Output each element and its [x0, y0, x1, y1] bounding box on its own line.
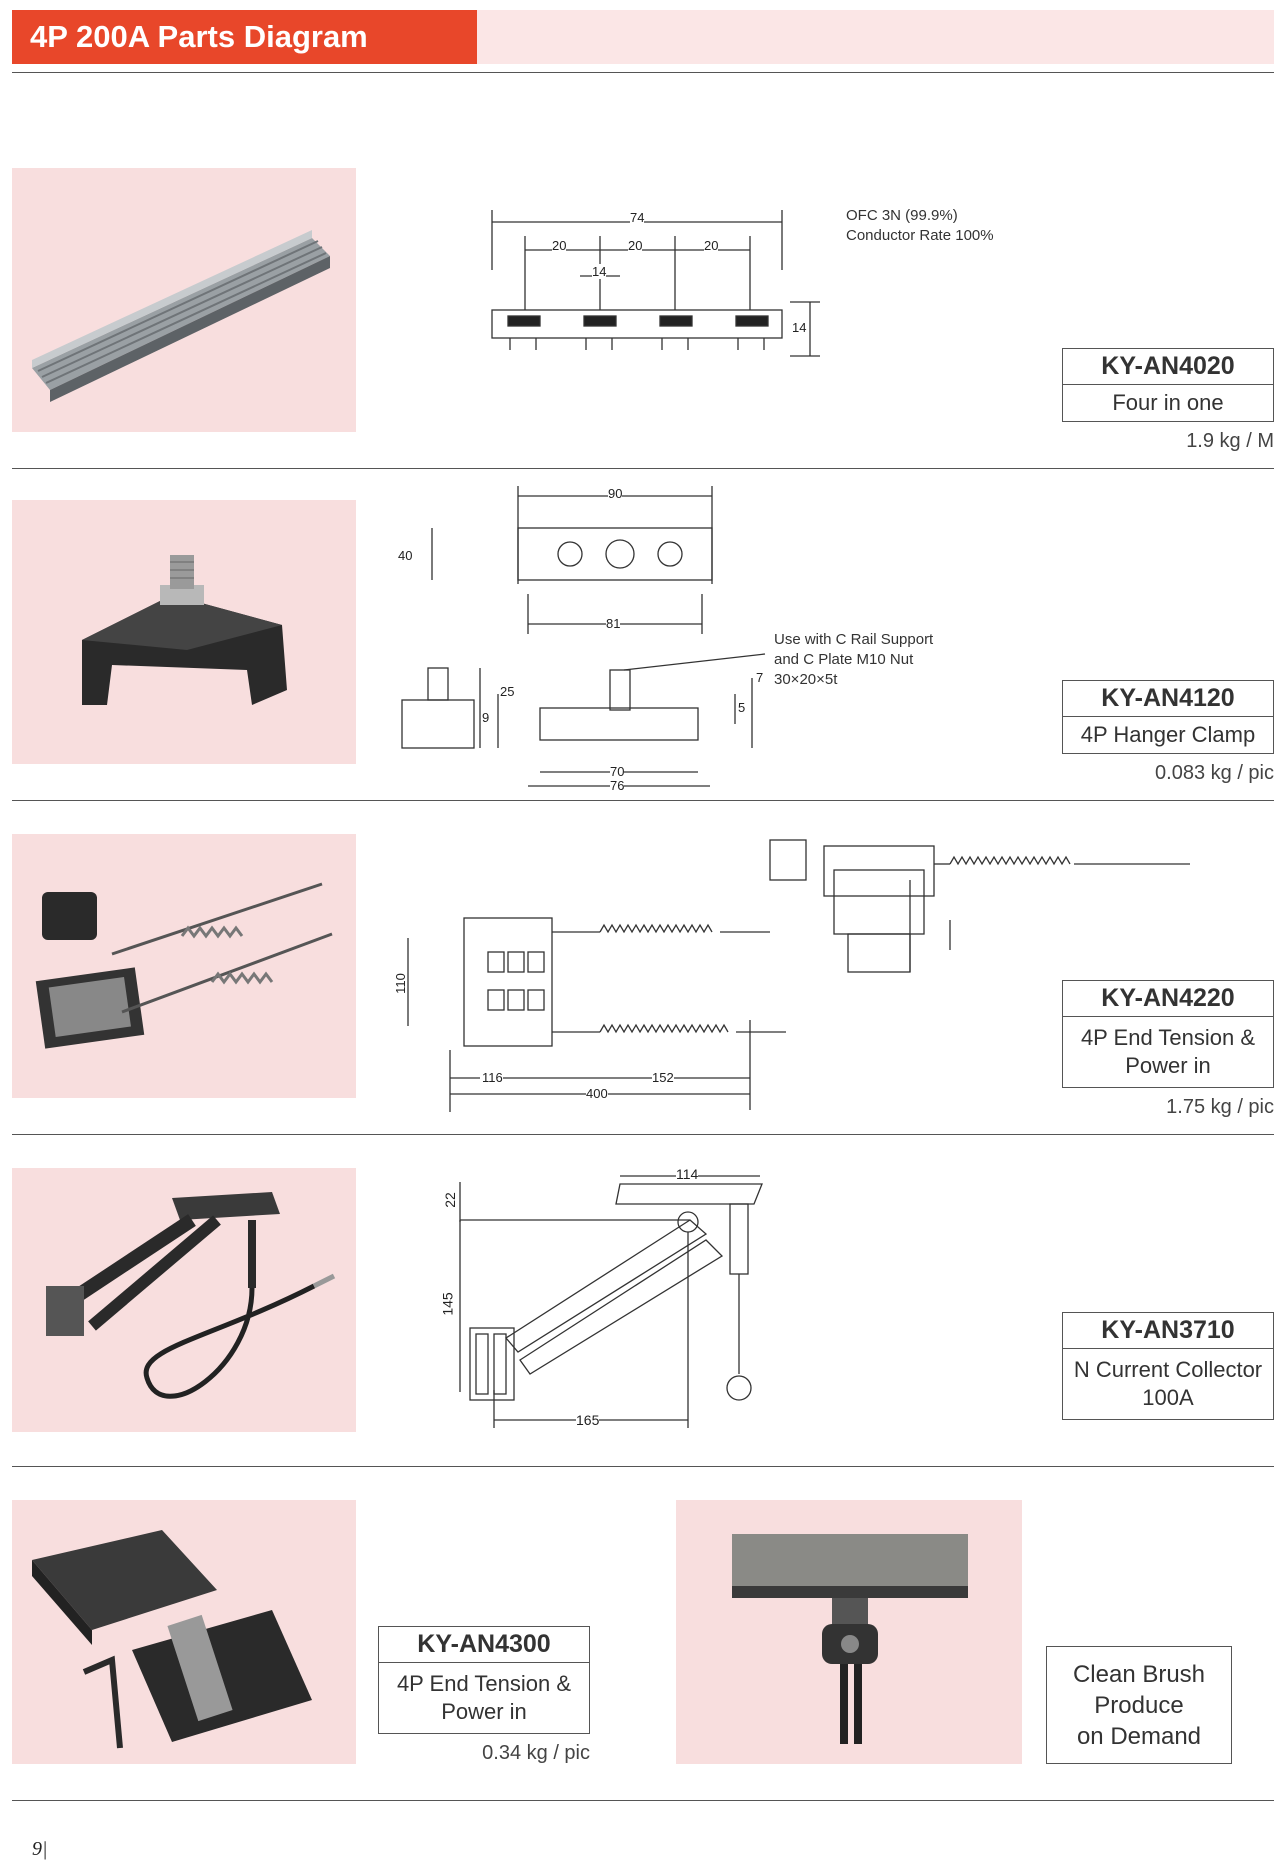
section-divider	[12, 468, 1274, 469]
dim-165: 165	[576, 1412, 600, 1428]
product-box-an4300: KY-AN4300 4P End Tension & Power in	[378, 1626, 590, 1734]
dim-152: 152	[652, 1070, 674, 1085]
section-divider	[12, 1466, 1274, 1467]
section-divider	[12, 1800, 1274, 1801]
product-code: KY-AN4300	[379, 1627, 589, 1663]
product-code: KY-AN3710	[1063, 1313, 1273, 1349]
product-weight: 0.083 kg / pic	[1155, 762, 1274, 784]
product-box-an4220: KY-AN4220 4P End Tension & Power in	[1062, 980, 1274, 1088]
dim-114: 114	[676, 1166, 699, 1182]
page-title: 4P 200A Parts Diagram	[12, 10, 477, 64]
dim-76: 76	[610, 778, 625, 793]
product-box-an3710: KY-AN3710 N Current Collector 100A	[1062, 1312, 1274, 1420]
hanger-clamp-note: Use with C Rail Support and C Plate M10 …	[774, 631, 934, 688]
product-desc: 4P End Tension & Power in	[396, 1671, 572, 1724]
dim-pitch-1: 20	[552, 238, 567, 253]
dim-81: 81	[606, 616, 621, 631]
dim-pitch-2: 20	[628, 238, 643, 253]
dim-25: 25	[500, 684, 515, 699]
page-number: 9|	[32, 1838, 48, 1860]
photo-four-in-one-rail	[12, 168, 356, 432]
product-code: KY-AN4220	[1063, 981, 1273, 1017]
dim-110: 110	[392, 973, 408, 994]
title-band	[477, 10, 1274, 64]
product-desc: 4P End Tension & Power in	[1080, 1025, 1256, 1078]
dim-116: 116	[482, 1070, 503, 1085]
drawing-hanger-clamp: 90 40 81 25 9 5 7 70 76	[390, 474, 790, 800]
product-desc: 4P Hanger Clamp	[1080, 722, 1256, 747]
section-divider	[12, 800, 1274, 801]
dim-40: 40	[398, 548, 413, 563]
product-weight: 1.9 kg / M	[1186, 430, 1274, 452]
drawing-four-in-one: 74 20 20 20 14 14	[480, 200, 840, 360]
product-box-an4020: KY-AN4020 Four in one	[1062, 348, 1274, 422]
header-divider	[12, 72, 1274, 73]
photo-end-tension-box	[12, 1500, 356, 1764]
dim-width: 14	[592, 264, 607, 279]
clean-brush-box: Clean Brush Produce on Demand	[1046, 1646, 1232, 1764]
dim-height: 14	[792, 320, 807, 335]
dim-145: 145	[439, 1292, 456, 1316]
dim-70: 70	[610, 764, 625, 779]
product-weight: 1.75 kg / pic	[1166, 1096, 1274, 1118]
drawing-end-tension: 110 116 152 400	[390, 820, 1210, 1120]
photo-clean-brush	[676, 1500, 1022, 1764]
product-box-an4120: KY-AN4120 4P Hanger Clamp	[1062, 680, 1274, 754]
photo-hanger-clamp	[12, 500, 356, 764]
section-divider	[12, 1134, 1274, 1135]
product-desc: N Current Collector 100A	[1073, 1357, 1263, 1410]
material-note: OFC 3N (99.9%) Conductor Rate 100%	[846, 207, 994, 244]
drawing-current-collector: 114 22 145 165	[439, 1160, 780, 1440]
dim-7: 7	[756, 670, 764, 685]
product-code: KY-AN4120	[1063, 681, 1273, 717]
photo-current-collector	[12, 1168, 356, 1432]
dim-total: 74	[630, 210, 645, 225]
dim-pitch-3: 20	[704, 238, 719, 253]
dim-5: 5	[738, 700, 746, 715]
photo-end-tension	[12, 834, 356, 1098]
dim-9: 9	[482, 710, 490, 725]
dim-22: 22	[441, 1192, 458, 1208]
dim-400: 400	[586, 1086, 608, 1101]
product-desc: Four in one	[1112, 390, 1224, 415]
product-weight: 0.34 kg / pic	[482, 1742, 590, 1764]
dim-90: 90	[608, 486, 623, 501]
product-code: KY-AN4020	[1063, 349, 1273, 385]
